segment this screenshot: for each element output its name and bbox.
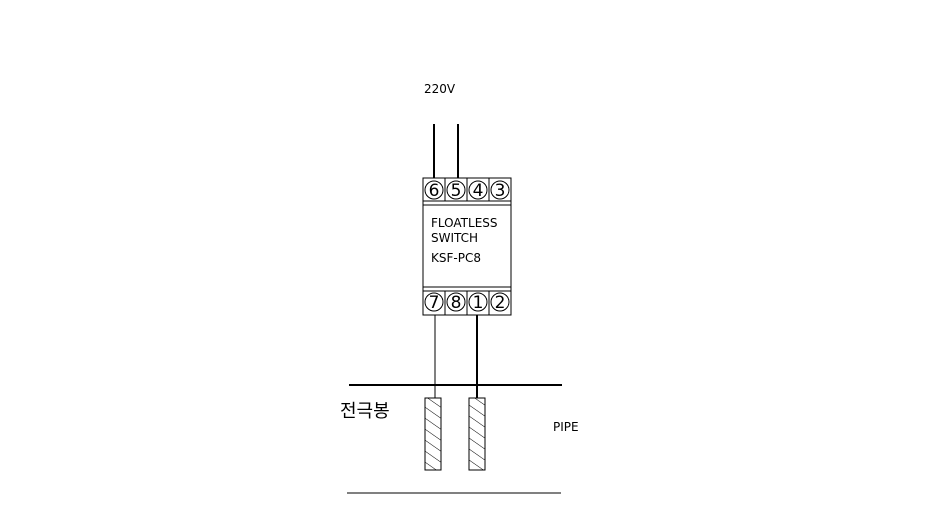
terminal-circle bbox=[424, 180, 444, 200]
bottom-terminal-block: 7 8 1 2 bbox=[424, 291, 510, 315]
terminal-2: 2 bbox=[495, 293, 506, 313]
terminal-5: 5 bbox=[451, 181, 462, 201]
terminal-6: 6 bbox=[429, 181, 440, 201]
terminal-circle bbox=[468, 180, 488, 200]
terminal-4: 4 bbox=[473, 181, 484, 201]
terminal-circle bbox=[490, 180, 510, 200]
supply-voltage-label: 220V bbox=[424, 82, 456, 96]
electrode-label: 전극봉 bbox=[340, 401, 390, 422]
electrode-rod-2 bbox=[468, 397, 486, 471]
terminal-8: 8 bbox=[451, 293, 462, 313]
terminal-circle bbox=[468, 292, 488, 312]
terminal-circle bbox=[490, 292, 510, 312]
terminal-3: 3 bbox=[495, 181, 506, 201]
terminal-7: 7 bbox=[429, 293, 440, 313]
floatless-switch-device: 6 5 4 3 FLOATLESS SWITCH KSF-PC8 7 8 1 2 bbox=[422, 177, 512, 316]
electrode-rod-1 bbox=[424, 397, 442, 471]
device-model: KSF-PC8 bbox=[431, 251, 481, 265]
top-terminal-block: 6 5 4 3 bbox=[424, 178, 510, 201]
terminal-circle bbox=[446, 180, 466, 200]
device-name-line1: FLOATLESS bbox=[431, 216, 498, 230]
device-name-line2: SWITCH bbox=[431, 231, 478, 245]
terminal-circle bbox=[446, 292, 466, 312]
pipe-label: PIPE bbox=[553, 420, 579, 434]
terminal-circle bbox=[424, 292, 444, 312]
terminal-1: 1 bbox=[473, 293, 484, 313]
